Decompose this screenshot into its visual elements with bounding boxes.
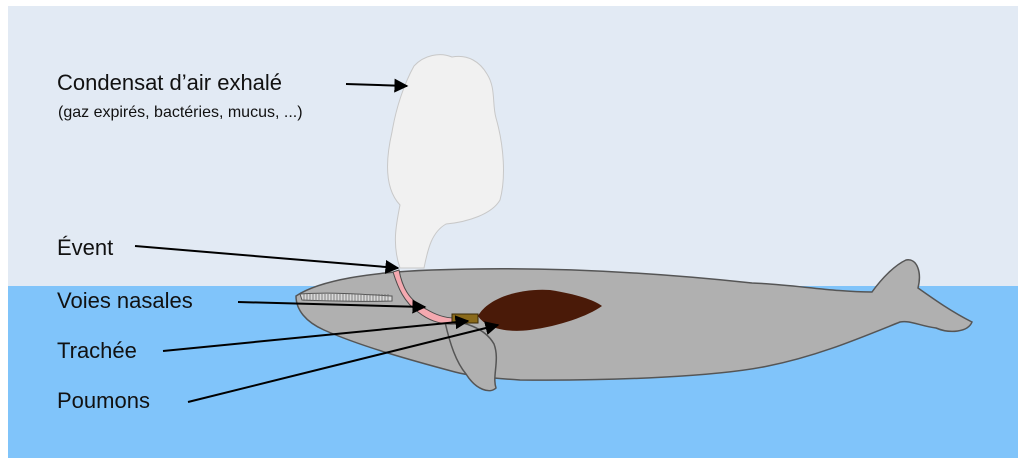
label-condensate-detail: (gaz expirés, bactéries, mucus, ...) xyxy=(58,104,303,121)
label-nasal-passages: Voies nasales xyxy=(57,288,193,313)
arrow-trachea xyxy=(162,315,470,352)
label-blowhole: Évent xyxy=(57,235,114,260)
arrow-condensate xyxy=(345,78,409,93)
label-condensate: Condensat d’air exhalé xyxy=(57,70,283,95)
arrow-lungs xyxy=(187,321,500,403)
label-lungs: Poumons xyxy=(57,388,150,413)
arrow-blowhole xyxy=(134,245,400,274)
label-trachea: Trachée xyxy=(57,338,137,363)
whale-flipper xyxy=(444,320,498,392)
lungs-organ-icon xyxy=(478,289,602,331)
exhaled-air-cloud-icon xyxy=(387,54,504,269)
baleen-plates xyxy=(299,292,393,302)
arrow-nasal xyxy=(237,299,427,314)
sky-background xyxy=(8,6,1018,286)
